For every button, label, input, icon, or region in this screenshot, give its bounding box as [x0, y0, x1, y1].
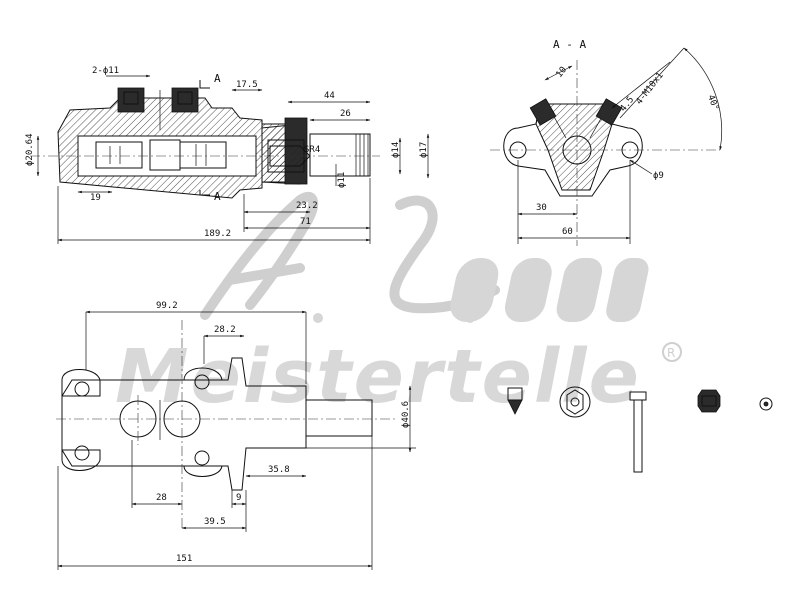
watermark-monogram-a [200, 191, 319, 320]
watermark-dot-1 [313, 313, 323, 323]
dim-phi11: ϕ11 [337, 172, 347, 188]
front-pushrod [305, 399, 373, 437]
front-hole-4 [194, 450, 210, 466]
watermark-monogram-bar [225, 263, 305, 285]
dim-35-8: 35.8 [268, 465, 290, 475]
reservoir-port-front [117, 87, 145, 113]
spring-seat [179, 141, 227, 169]
dim-thread: 4-M10x1 [634, 71, 665, 107]
part-pin [629, 391, 647, 473]
dim-30: 30 [536, 203, 547, 213]
dim-39-5: 39.5 [204, 517, 226, 527]
dim-71: 71 [300, 217, 311, 227]
front-lug-bottom-right [183, 465, 223, 477]
dim-17-5: 17.5 [236, 80, 258, 90]
flange-outline [503, 103, 643, 197]
port-axis [619, 47, 685, 119]
port-left [529, 98, 557, 126]
watermark-registered-circle [662, 342, 682, 362]
dim-19: 19 [90, 193, 101, 203]
dim-sr4: SR4 [304, 145, 320, 155]
part-nozzle [507, 387, 523, 415]
piston-detail [109, 144, 207, 166]
section-title: A - A [553, 38, 586, 51]
front-hole-1 [74, 381, 90, 397]
dim-phi17: ϕ17 [419, 142, 429, 158]
dimensions-front: 99.2 28.2 ϕ40.6 35.8 9 28 39.5 151 [57, 301, 416, 570]
part-fitting [697, 389, 721, 413]
section-mark-top [199, 80, 210, 89]
front-lug-top-right [183, 367, 223, 381]
dim-28-2: 28.2 [214, 325, 236, 335]
dim-10: 10 [554, 65, 569, 80]
dim-28: 28 [156, 493, 167, 503]
section-label-bottom: A [214, 190, 221, 203]
dim-151: 151 [176, 554, 192, 564]
dim-23-2: 23.2 [296, 201, 318, 211]
watermark-registered: R [667, 346, 675, 360]
angle-arc [683, 47, 723, 151]
pushrod-thread [355, 134, 369, 176]
dim-99-2: 99.2 [156, 301, 178, 311]
top-sectioned-view: A A 2-ϕ11 17.5 44 26 ϕ20.64 ϕ14 ϕ17 ϕ11 … [25, 66, 430, 244]
part-nut [559, 386, 591, 418]
dim-9: 9 [236, 493, 241, 503]
reservoir-port-rear [171, 87, 199, 113]
section-mark-bottom [199, 190, 210, 196]
dim-26: 26 [340, 109, 351, 119]
front-lug-bottom-left [61, 449, 101, 471]
front-lug-top-left [61, 369, 101, 397]
front-hole-2 [74, 445, 90, 461]
part-plug [759, 397, 773, 411]
dim-44: 44 [324, 91, 335, 101]
watermark-stripes [450, 258, 649, 322]
section-label-top: A [214, 72, 221, 85]
dim-60: 60 [562, 227, 573, 237]
dim-phi20-64: ϕ20.64 [25, 133, 35, 166]
front-view: 99.2 28.2 ϕ40.6 35.8 9 28 39.5 151 [56, 301, 416, 570]
watermark-brand: Meistertelle [115, 334, 641, 420]
dim-phi40-6: ϕ40.6 [401, 401, 411, 428]
primary-piston [95, 141, 143, 169]
watermark: Meistertelle R [115, 191, 682, 420]
dimensions-top: 2-ϕ11 17.5 44 26 ϕ20.64 ϕ14 ϕ17 ϕ11 SR4 … [25, 66, 430, 244]
section-a-a-view: A - A 4-M10x1 4.5 10 40° ϕ9 30 60 [490, 38, 723, 246]
dim-4-5: 4.5 [618, 95, 636, 114]
dim-189-2: 189.2 [204, 229, 231, 239]
dim-phi9: ϕ9 [653, 171, 664, 181]
front-hole-3 [194, 374, 210, 390]
dim-angle: 40° [705, 94, 720, 113]
small-parts [507, 386, 773, 473]
dim-bore-pair: 2-ϕ11 [92, 66, 119, 76]
pushrod [309, 133, 371, 177]
dim-phi14: ϕ14 [391, 142, 401, 158]
